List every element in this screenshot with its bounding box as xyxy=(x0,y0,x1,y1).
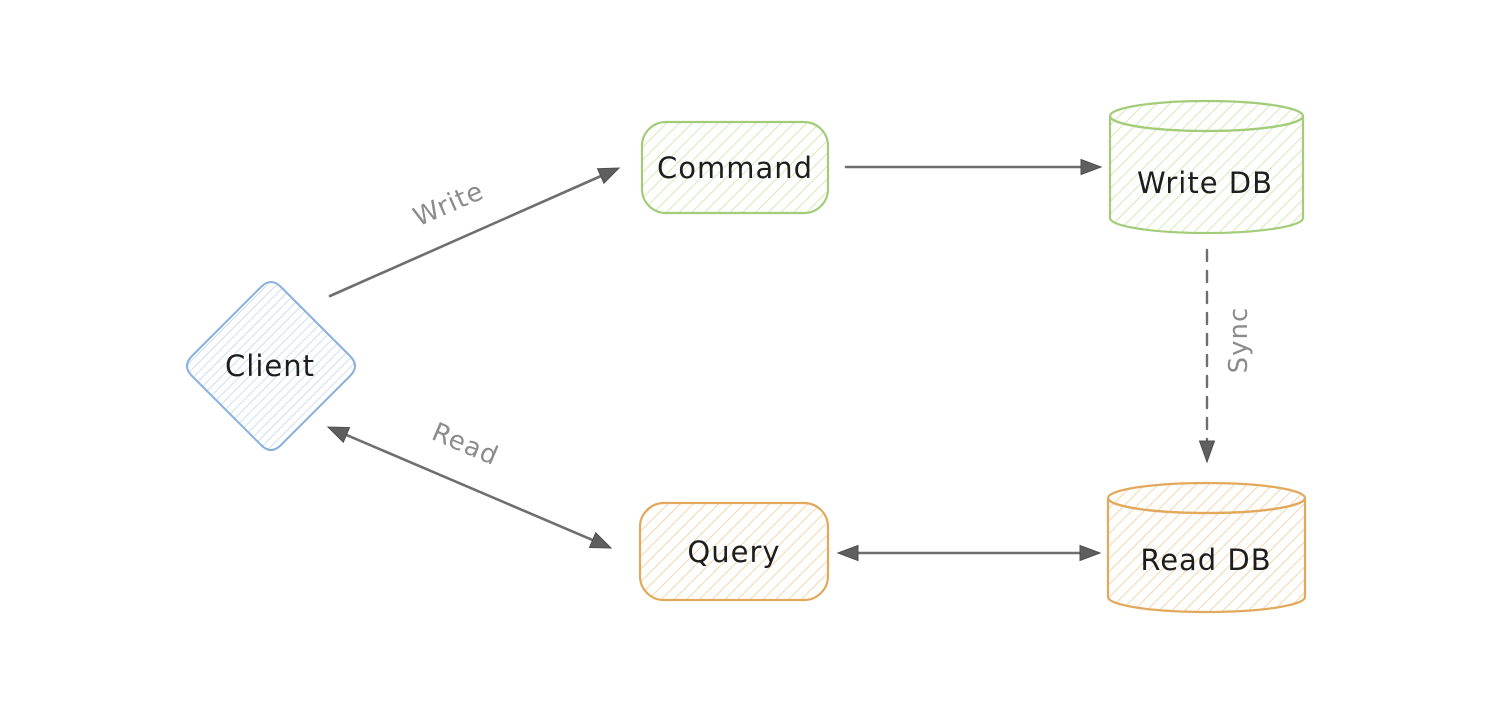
arrowhead-icon xyxy=(1079,544,1102,562)
edge-label-sync: Sync xyxy=(1224,307,1254,374)
edge-client-command[interactable]: Write xyxy=(328,167,621,298)
edge-query-read-db[interactable] xyxy=(836,544,1102,562)
arrowhead-icon xyxy=(1198,440,1216,464)
node-command[interactable]: Command xyxy=(640,120,830,215)
node-label-query: Query xyxy=(687,535,780,569)
node-write-db[interactable]: Write DB xyxy=(1108,99,1305,235)
arrowhead-icon xyxy=(836,544,859,562)
edge-label-read: Read xyxy=(427,417,503,472)
arrowhead-icon xyxy=(596,167,621,185)
node-client[interactable]: Client xyxy=(186,281,356,451)
node-label-command: Command xyxy=(657,151,813,185)
edge-client-query[interactable]: Read xyxy=(326,417,613,549)
node-label-client: Client xyxy=(225,349,315,383)
node-query[interactable]: Query xyxy=(638,501,830,602)
arrowhead-icon xyxy=(588,531,613,549)
edge-command-write-db[interactable] xyxy=(844,158,1103,176)
node-label-write-db: Write DB xyxy=(1137,166,1273,200)
node-read-db[interactable]: Read DB xyxy=(1106,481,1307,614)
node-label-read-db: Read DB xyxy=(1140,543,1271,577)
arrowhead-icon xyxy=(1080,158,1103,176)
edge-label-write: Write xyxy=(409,176,489,233)
arrowhead-icon xyxy=(326,426,351,444)
edge-write-db-read-db[interactable]: Sync xyxy=(1198,248,1255,464)
